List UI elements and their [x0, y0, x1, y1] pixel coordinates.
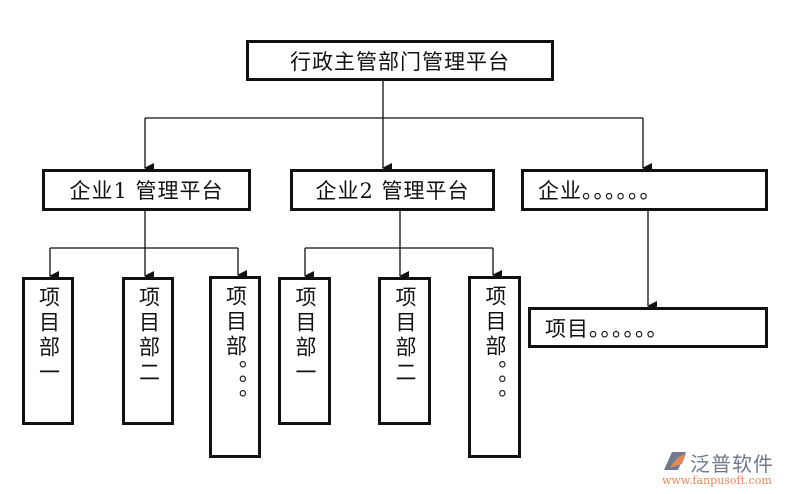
ent2-project-2: 项目部二 — [378, 277, 431, 425]
enterprise-1-node: 企业1 管理平台 — [42, 169, 251, 211]
project-label: 项目部。。。 — [483, 285, 507, 414]
root-label: 行政主管部门管理平台 — [290, 49, 510, 74]
logo-mark-icon — [664, 452, 686, 470]
project-label: 项目。。。。。。 — [545, 316, 669, 341]
project-label: 项目部。。。 — [223, 285, 248, 414]
ent2-project-more: 项目部。。。 — [468, 276, 521, 458]
project-label: 项目部二 — [136, 286, 161, 386]
project-label: 项目部一 — [293, 286, 317, 386]
ent1-project-more: 项目部。。。 — [209, 276, 261, 458]
project-label: 项目部一 — [36, 286, 61, 386]
ent2-project-1: 项目部一 — [278, 277, 331, 425]
watermark-url: www.fanpusoft.com — [662, 474, 772, 487]
ent3-project-node: 项目。。。。。。 — [528, 307, 768, 348]
watermark-logo: 泛普软件 www.fanpusoft.com — [660, 446, 790, 490]
ent1-project-2: 项目部二 — [122, 277, 174, 425]
enterprise-1-label: 企业1 管理平台 — [69, 179, 224, 203]
enterprise-3-node: 企业。。。。。。 — [521, 169, 768, 211]
root-node: 行政主管部门管理平台 — [246, 40, 554, 81]
ent1-project-1: 项目部一 — [22, 277, 74, 425]
enterprise-3-label: 企业。。。。。。 — [538, 179, 662, 203]
enterprise-2-label: 企业2 管理平台 — [315, 179, 470, 203]
watermark-name: 泛普软件 — [690, 452, 774, 476]
project-label: 项目部二 — [393, 286, 417, 386]
enterprise-2-node: 企业2 管理平台 — [290, 169, 495, 211]
